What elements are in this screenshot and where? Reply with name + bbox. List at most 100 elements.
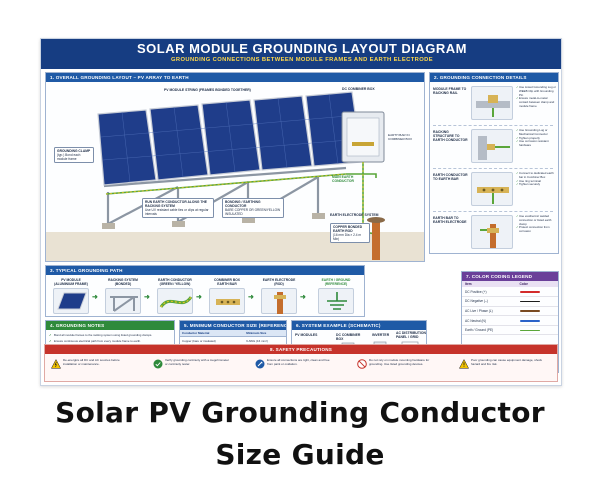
path-step-title: EARTH ELECTRODE (262, 278, 296, 282)
poster-title: SOLAR MODULE GROUNDING LAYOUT DIAGRAM (136, 41, 468, 56)
detail-bullet: Tighten securely (516, 183, 556, 187)
grounding-path-panel: 3. TYPICAL GROUNDING PATH PV MODULE(ALUM… (45, 265, 365, 317)
legend-col-header: Color (516, 281, 558, 287)
detail-title: RACKING STRUCTURE TO EARTH CONDUCTOR (433, 130, 468, 143)
detail-bullet: Use ring terminal (516, 179, 556, 184)
electrode-system-label: EARTH ELECTRODE SYSTEM (330, 213, 379, 217)
safety-text: Do not rely on module mounting hardware … (369, 358, 430, 366)
path-step-sub: (GREEN / YELLOW) (159, 282, 191, 286)
grounding-clamp-title: GROUNDING CLAMP (57, 149, 91, 153)
racking-footings (102, 213, 325, 229)
detail-bullet: Ensure metal-to-metal contact between cl… (516, 96, 556, 108)
connection-details-panel: 2. GROUNDING CONNECTION DETAILS MODULE F… (429, 72, 559, 254)
color-legend-heading: 7. COLOR CODING LEGEND (462, 272, 558, 281)
bonding-conductor-desc: BARE COPPER OR GREEN/YELLOW INSULATED (225, 208, 281, 216)
color-swatch (519, 319, 540, 322)
earth-bar-icon (471, 172, 513, 206)
earth-rod-illustration (367, 217, 385, 260)
overall-layout-panel: 1. OVERALL GROUNDING LAYOUT – PV ARRAY T… (45, 72, 425, 262)
warning-icon (51, 359, 61, 369)
detail-bullet: Protect connection from corrosion (516, 226, 556, 234)
main-earth-label: MAIN EARTH CONDUCTOR (332, 175, 354, 184)
detail-row-1: MODULE FRAME TO RACKING RAIL Use Listed … (433, 85, 556, 125)
detail-title: EARTH BAR TO EARTH ELECTRODE (433, 216, 467, 225)
frame-clamp-icon (471, 86, 513, 120)
path-step-title: EARTH CONDUCTOR (158, 278, 192, 282)
racking-icon (105, 288, 141, 314)
check-shield-icon (153, 359, 163, 369)
note-item: Bond all module frames to the racking sy… (49, 332, 171, 338)
run-earth-title: RUN EARTH CONDUCTOR ALONG THE RACKING SY… (145, 200, 207, 208)
path-step-title: PV MODULE (61, 278, 81, 282)
earth-rod-clamp-icon (471, 215, 513, 249)
color-swatch (519, 290, 540, 293)
path-arrow-icon: ➜ (144, 294, 150, 301)
detail-divider (433, 211, 553, 212)
legend-row: AC Neutral (N) (462, 315, 558, 326)
path-step-sub: (ROD) (274, 282, 284, 286)
earth-rod-callout: COPPER BONDED EARTH ROD (16 mm Dia × 2.4… (330, 223, 370, 243)
path-step-title: COMBINER BOX (213, 278, 240, 282)
path-step-6: EARTH / GROUND(REFERENCE) (310, 278, 362, 316)
safety-item-5: Poor grounding can cause equipment damag… (459, 357, 555, 381)
safety-heading: 8. SAFETY PRECAUTIONS (45, 345, 557, 354)
path-step-sub: (REFERENCE) (324, 282, 348, 286)
detail-divider (433, 125, 553, 126)
detail-row-3: EARTH CONDUCTOR TO EARTH BAR Connect to … (433, 171, 556, 211)
safety-precautions-panel: 8. SAFETY PRECAUTIONS De-energize all DC… (44, 344, 558, 382)
path-arrow-icon: ➜ (196, 294, 202, 301)
poster-header: SOLAR MODULE GROUNDING LAYOUT DIAGRAM GR… (41, 39, 561, 69)
detail-bullet: Use corrosion resistant hardware (516, 140, 556, 148)
detail-title: EARTH CONDUCTOR TO EARTH BAR (433, 173, 468, 182)
combiner-box-illustration (341, 111, 385, 163)
safety-text: De-energize all DC and AC sources before… (63, 358, 120, 366)
path-arrow-icon: ➜ (92, 294, 98, 301)
legend-row: AC Live / Phase (L) (462, 306, 558, 317)
pv-module-3 (201, 99, 261, 176)
conductor-size-heading: 5. MINIMUM CONDUCTOR SIZE (REFERENCE) (180, 321, 286, 330)
caption-line-1: Solar PV Grounding Conductor (55, 396, 545, 429)
system-example-heading: 6. SYSTEM EXAMPLE (SCHEMATIC) (292, 321, 426, 330)
earth-cable-icon (157, 288, 193, 314)
earth-electrode-icon (261, 288, 297, 314)
earth-rod-title: COPPER BONDED EARTH ROD (333, 225, 363, 233)
grounding-clamp-callout: GROUNDING CLAMP (typ.) Bond each module … (54, 147, 94, 163)
size-col-header: Conductor Material (180, 330, 245, 337)
path-arrow-icon: ➜ (300, 294, 306, 301)
module-string-label: PV MODULE STRING (FRAMES BONDED TOGETHER… (164, 88, 251, 92)
earth-rod-desc: (16 mm Dia × 2.4 m Min) (333, 233, 362, 241)
color-legend-table: Item Color DC Positive (+) DC Negative (… (462, 281, 558, 336)
color-swatch (519, 300, 540, 303)
detail-row-4: EARTH BAR TO EARTH ELECTRODE Use exother… (433, 214, 556, 253)
run-earth-desc: Use UV resistant cable ties or clips at … (145, 208, 209, 216)
no-entry-icon (357, 359, 367, 369)
path-step-sub: (ALUMINIUM FRAME) (54, 282, 88, 286)
grounding-notes-heading: 4. GROUNDING NOTES (46, 321, 174, 330)
path-step-sub: (BONDED) (114, 282, 132, 286)
pv-module-string (97, 91, 363, 186)
detail-bullet: Connect to dedicated earth bar in Combin… (516, 171, 556, 180)
legend-item: Earth / Ground (PE) (462, 325, 517, 336)
ground-symbol-icon (318, 288, 354, 314)
array-illustration (46, 91, 424, 261)
combiner-earth-bar-icon (209, 288, 245, 314)
detail-bullet: Tighten properly (516, 136, 556, 141)
schematic-inverter-label: INVERTER (372, 333, 390, 337)
ground-surface (46, 232, 424, 261)
grounding-diagram-poster: SOLAR MODULE GROUNDING LAYOUT DIAGRAM GR… (40, 38, 562, 386)
pv-module-1 (97, 109, 157, 186)
path-step-title: RACKING SYSTEM (108, 278, 138, 282)
legend-row: DC Negative (–) (462, 296, 558, 307)
legend-item: AC Live / Phase (L) (462, 306, 517, 317)
safety-text: Verify grounding continuity with a megoh… (165, 358, 230, 366)
bonding-conductor-title: BONDING / EARTHING CONDUCTOR (225, 200, 261, 208)
module-frame-icon (53, 288, 89, 314)
path-step-2: RACKING SYSTEM(BONDED) (102, 278, 144, 316)
pv-module-4 (253, 95, 313, 171)
color-swatch (519, 329, 540, 332)
module-cell-grid (100, 93, 362, 183)
detail-bullet: Use exothermic welded connection or list… (516, 214, 556, 226)
safety-item-3: Ensure all connections are tight, clean … (255, 357, 333, 381)
caption-line-2: Size Guide (215, 438, 385, 471)
legend-row: Earth / Ground (PE) (462, 325, 558, 336)
